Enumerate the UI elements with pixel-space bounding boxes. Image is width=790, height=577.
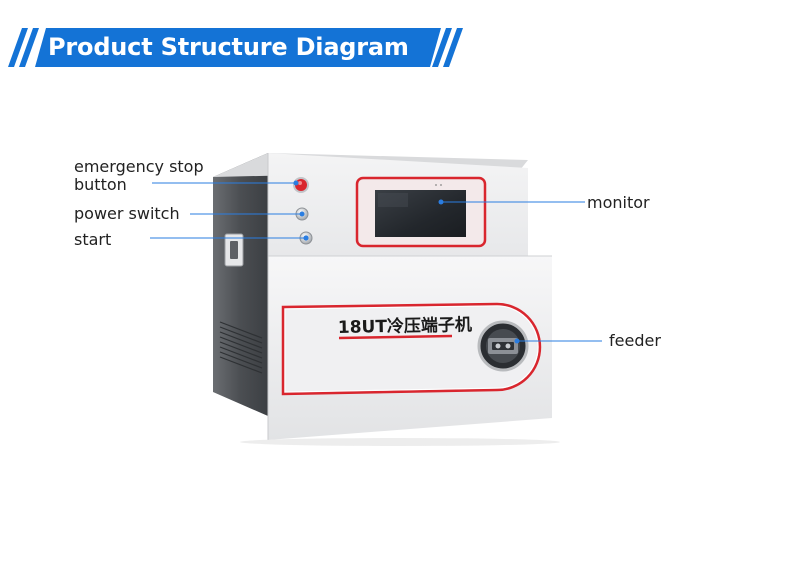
label-underline — [338, 334, 453, 340]
monitor-display — [355, 176, 487, 248]
page-title: Product Structure Diagram — [48, 33, 409, 61]
feeder-opening — [477, 320, 529, 372]
callout-start: start — [74, 230, 112, 249]
title-banner — [8, 28, 463, 67]
banner-stripe-right-2 — [443, 28, 463, 67]
callout-power-switch: power switch — [74, 204, 180, 223]
front-panel-outline — [281, 302, 542, 396]
callout-emergency-stop-line2: button — [74, 175, 127, 194]
banner-bar — [35, 28, 441, 67]
callout-feeder: feeder — [609, 331, 661, 350]
side-panel — [213, 153, 268, 416]
callout-emergency-stop: emergency stop — [74, 157, 204, 176]
banner-stripe-left-1 — [8, 28, 28, 67]
callout-monitor: monitor — [587, 193, 650, 212]
banner-stripe-right-1 — [432, 28, 452, 67]
pointer-dots — [293, 180, 520, 344]
pointer-lines — [150, 182, 602, 342]
side-vents — [219, 321, 263, 374]
banner-stripe-left-2 — [19, 28, 39, 67]
machine-model-label: 18UT冷压端子机 — [338, 314, 472, 338]
